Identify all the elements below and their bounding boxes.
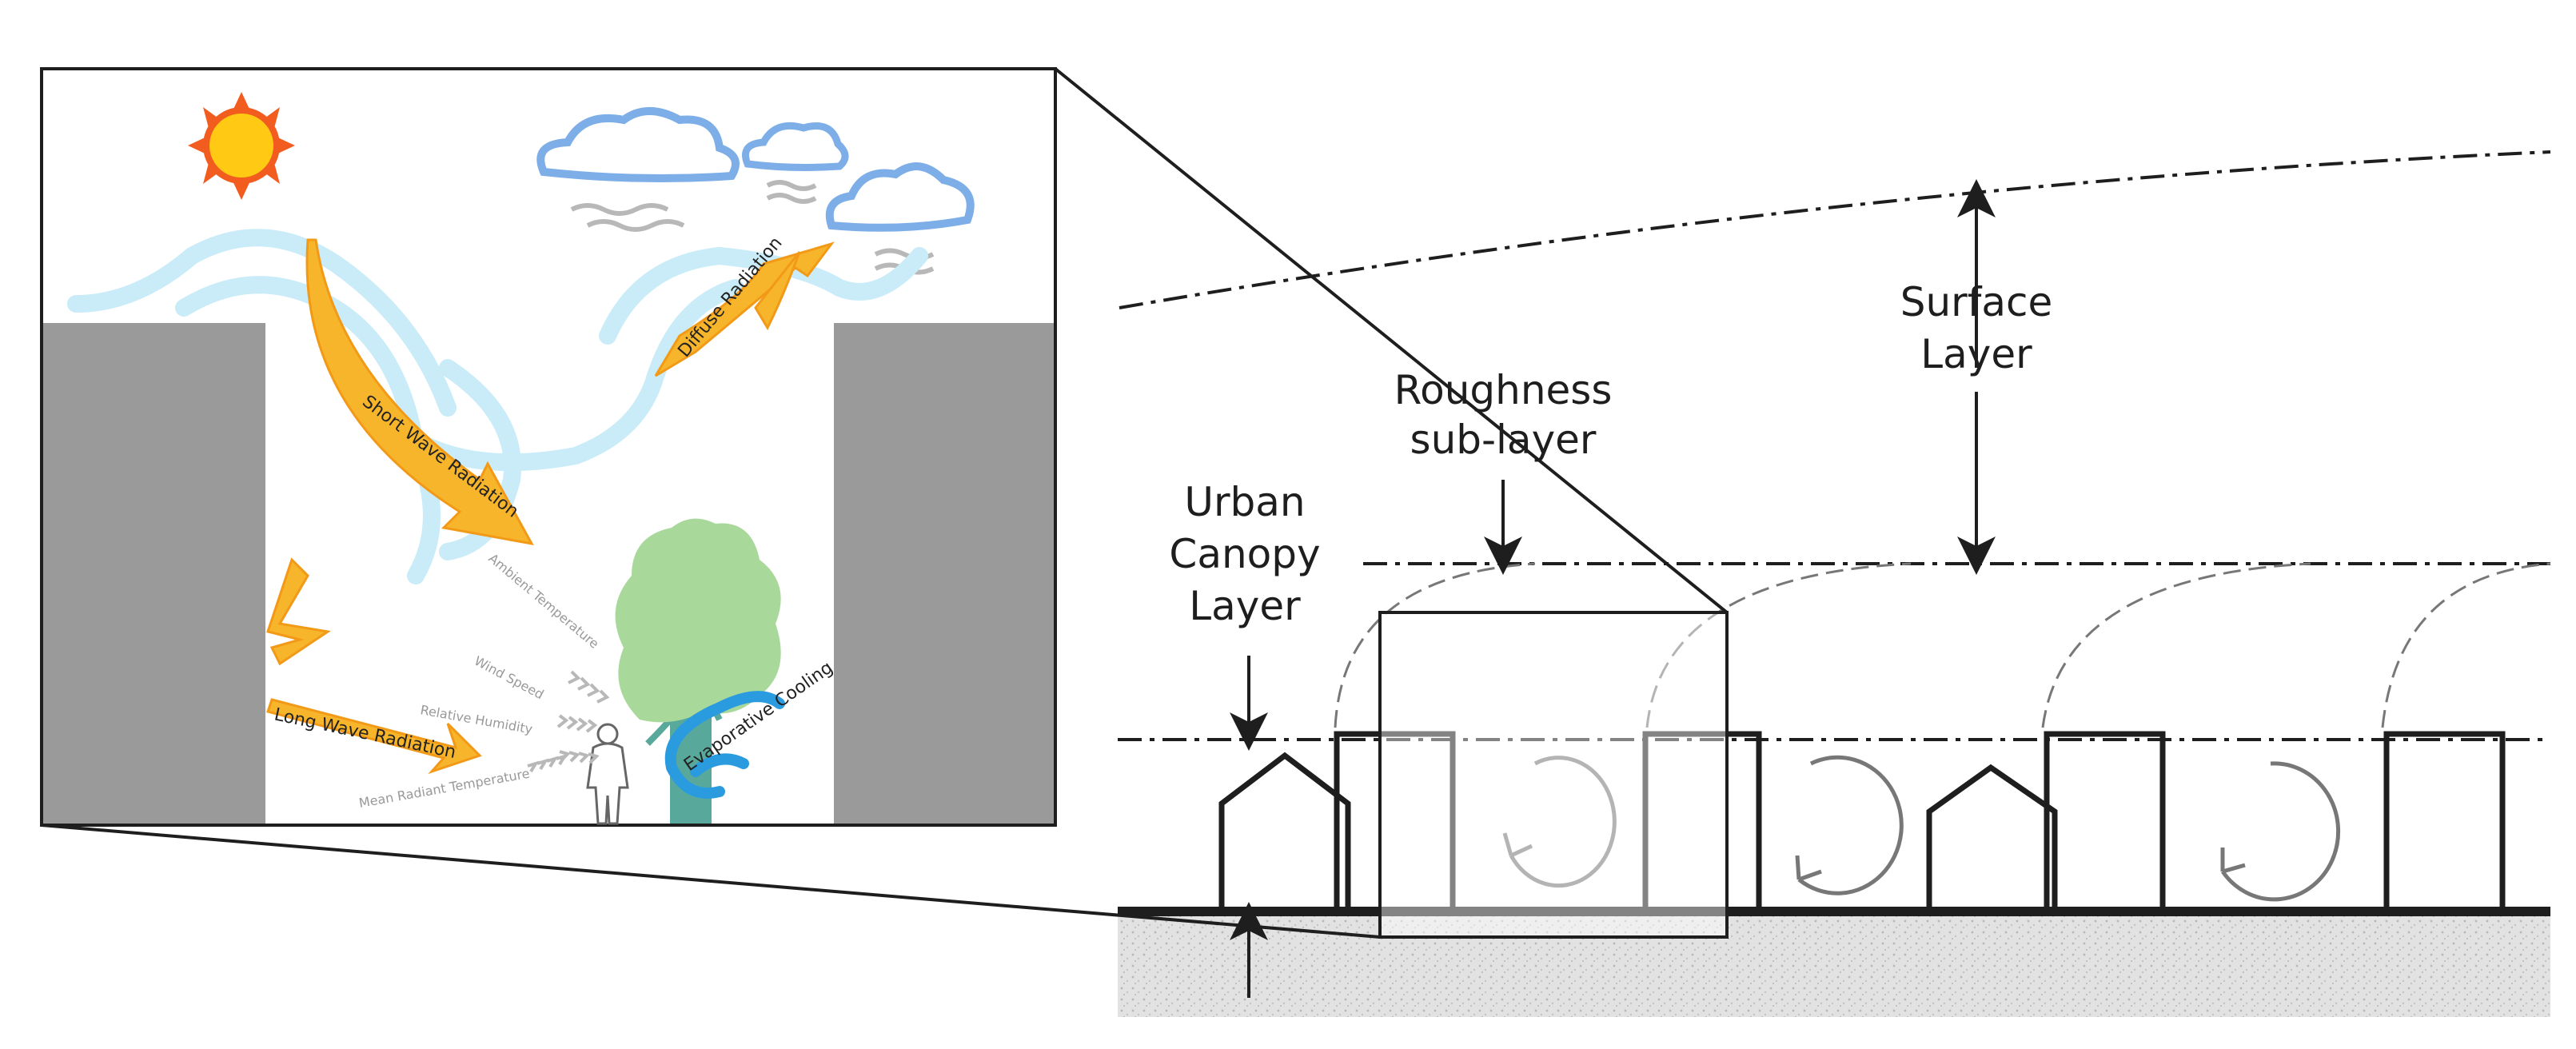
cloud-icon bbox=[742, 122, 849, 171]
surface-layer-label-line1: Surface bbox=[1900, 279, 2052, 325]
sensor-chevrons bbox=[527, 670, 610, 773]
profile-buildings bbox=[1218, 731, 2506, 915]
boundary-layer-profile: Surface Layer Roughness sub-layer Urban … bbox=[1118, 150, 2551, 1017]
surface-layer-top-line bbox=[1119, 150, 2551, 309]
street-vortices bbox=[1502, 755, 2341, 902]
street-canyon-inset: Diffuse Radiation Short Wave Radiation L… bbox=[40, 67, 1057, 827]
sun-icon bbox=[188, 92, 295, 200]
tall-building bbox=[2044, 731, 2166, 915]
urban-canopy-label-line2: Canopy bbox=[1169, 531, 1320, 577]
zoom-connectors bbox=[41, 67, 1729, 939]
zoom-region-box bbox=[1378, 611, 1729, 939]
surface-layer-label-line2: Layer bbox=[1920, 331, 2032, 377]
cloud-icon bbox=[536, 107, 740, 183]
arrow-icon bbox=[266, 238, 835, 775]
roughness-sublayer-label-line2: sub-layer bbox=[1410, 417, 1597, 463]
roughness-sublayer-label-line1: Roughness bbox=[1394, 367, 1613, 413]
ground-surface bbox=[1118, 911, 2550, 1017]
cloud-icon bbox=[825, 162, 975, 232]
layer-arrows bbox=[1230, 179, 1996, 998]
tall-building bbox=[1642, 731, 1762, 915]
tall-building bbox=[1334, 731, 1456, 915]
urban-canopy-label-line3: Layer bbox=[1189, 583, 1301, 629]
house-building bbox=[1926, 764, 2058, 911]
tall-building bbox=[2383, 731, 2506, 915]
wind-swirls bbox=[67, 229, 928, 584]
house-building bbox=[1218, 752, 1351, 911]
person-icon bbox=[586, 723, 629, 825]
left-building bbox=[43, 323, 265, 824]
urban-canopy-label-line1: Urban bbox=[1184, 479, 1305, 525]
evaporative-swirl bbox=[664, 691, 785, 799]
right-building bbox=[834, 323, 1054, 824]
